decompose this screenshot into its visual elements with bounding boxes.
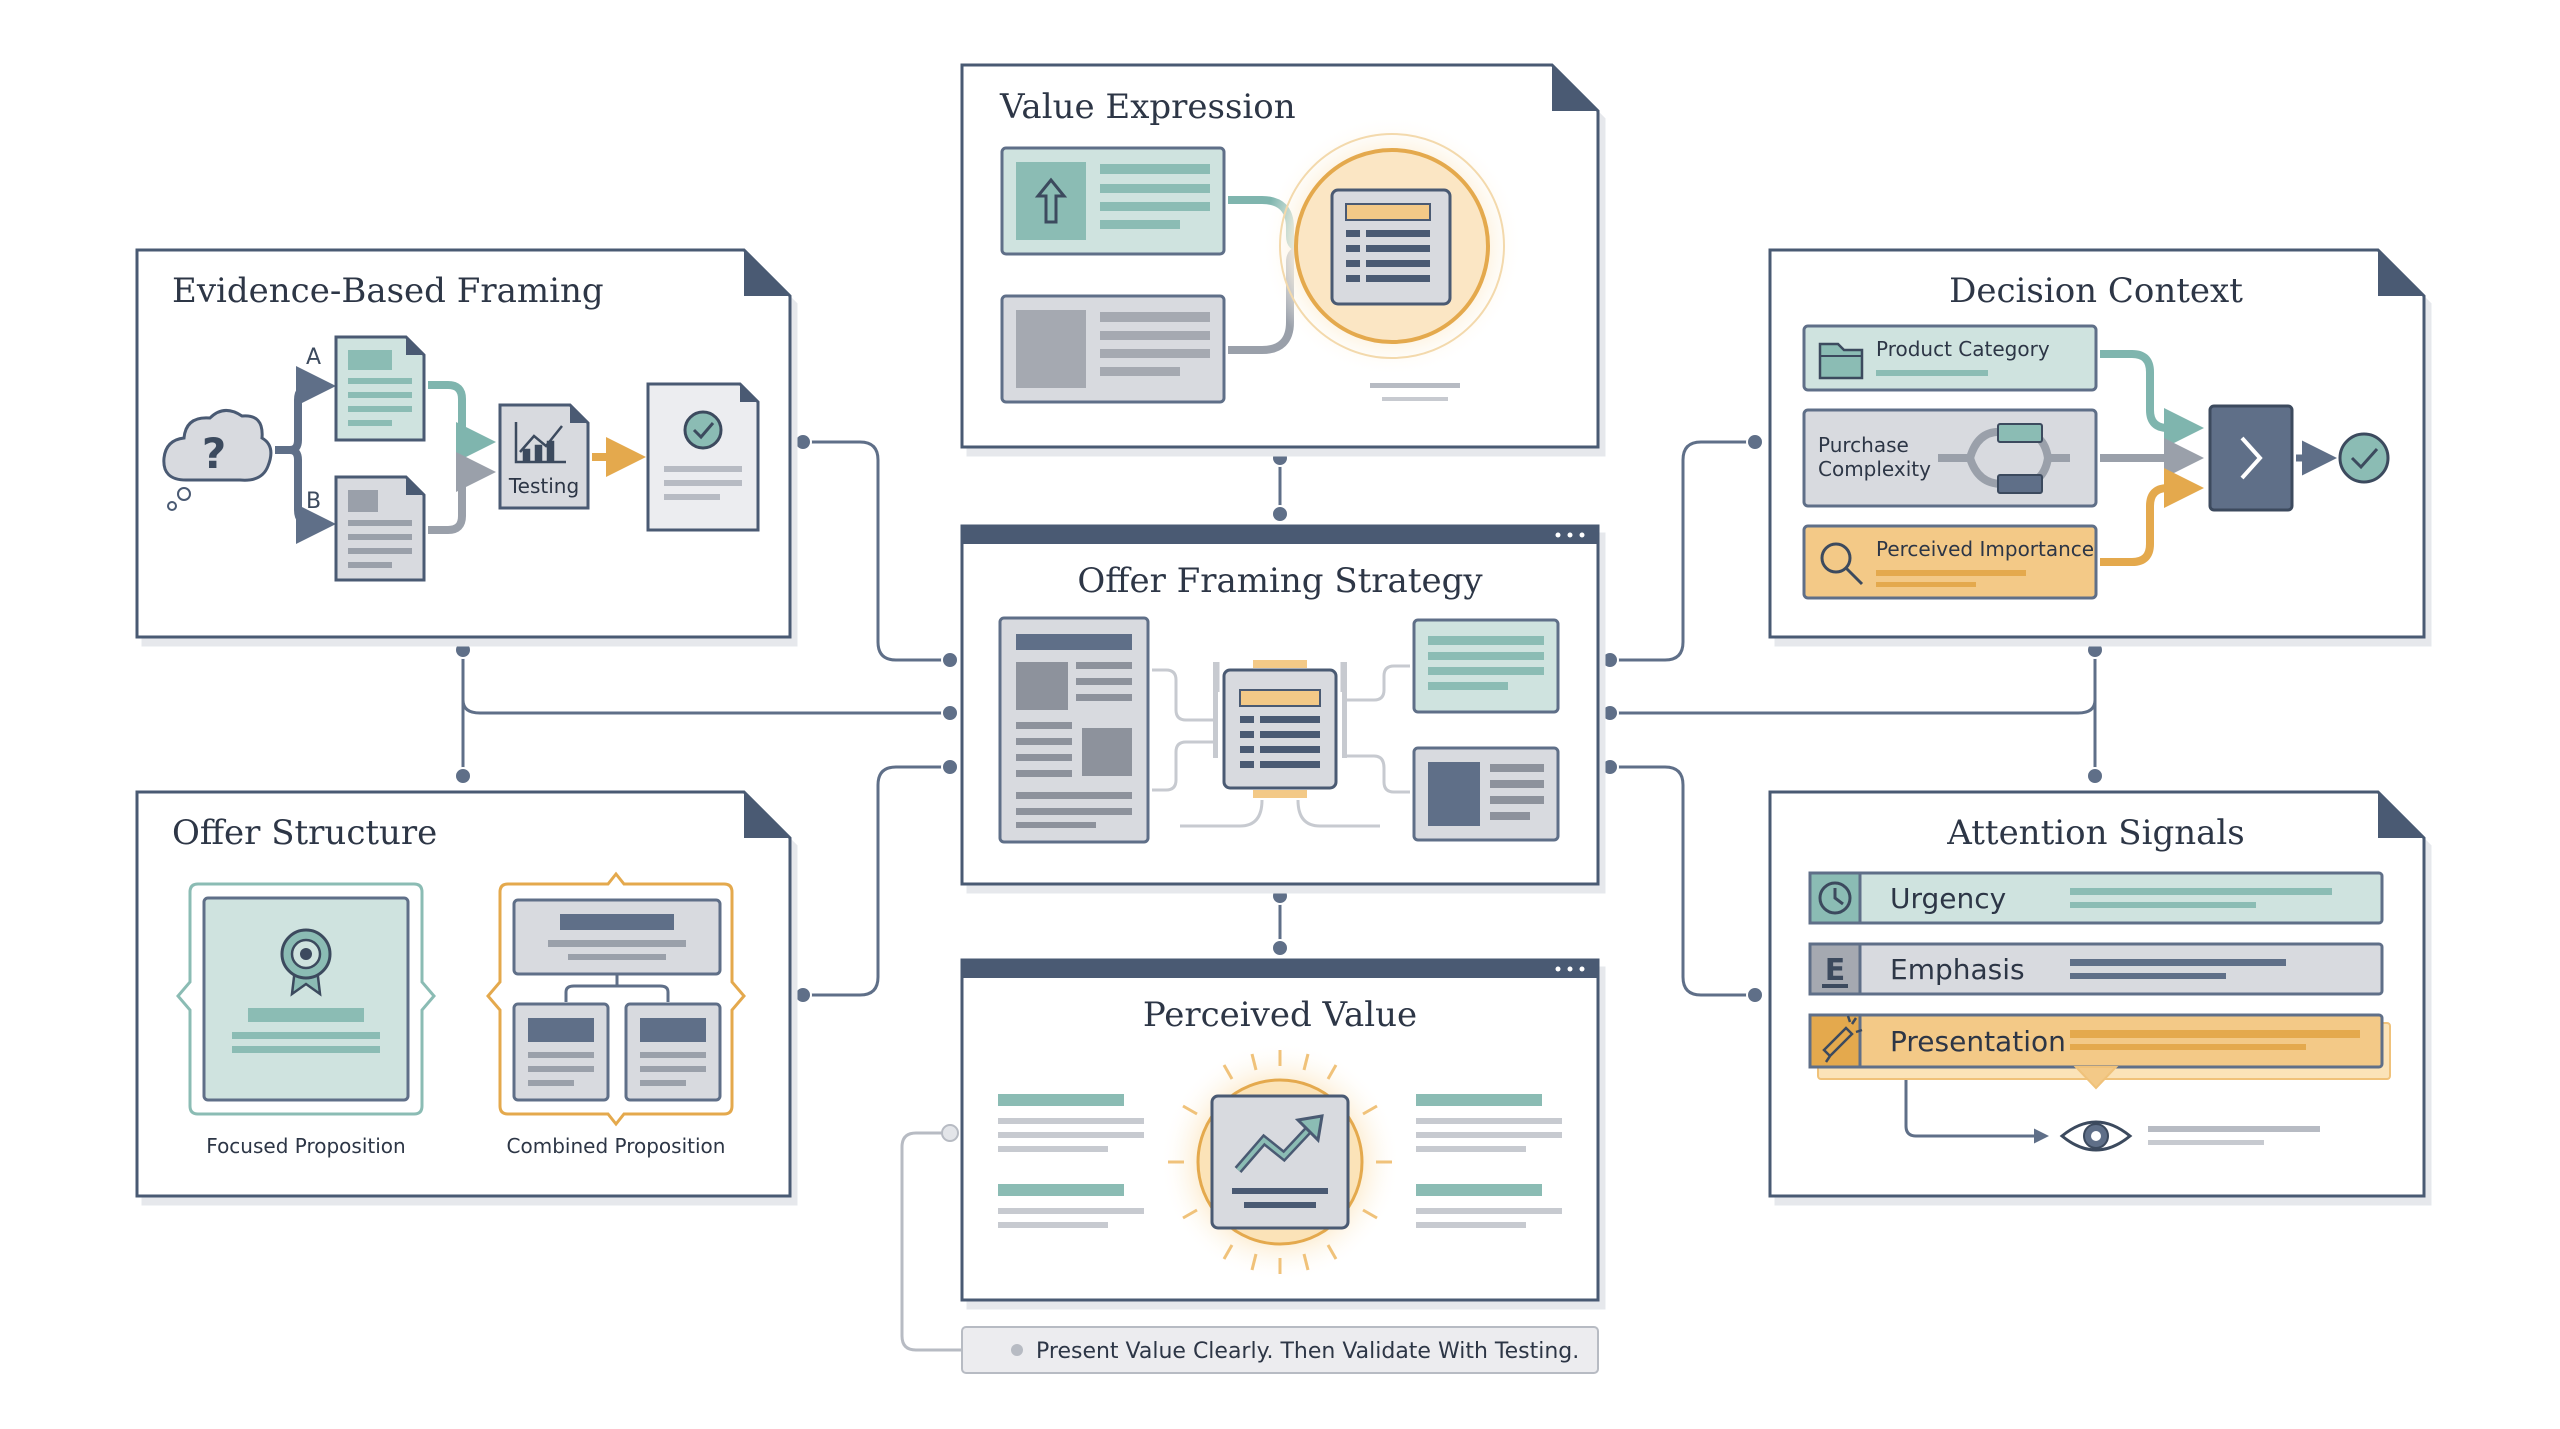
value-expression-panel: Value Expression [960, 63, 1600, 449]
footer-connector [900, 1131, 1010, 1352]
product-category-label: Product Category [1876, 337, 2050, 361]
attention-signals-title: Attention Signals [1946, 813, 2244, 853]
offer-structure-title: Offer Structure [172, 813, 437, 853]
chart-icon [514, 422, 566, 464]
evidence-framing-title: Evidence-Based Framing [172, 271, 604, 311]
trend-up-icon [1234, 1114, 1324, 1173]
testing-label: Testing [508, 474, 579, 498]
eye-icon [2059, 1120, 2133, 1152]
folder-icon [1818, 342, 1864, 380]
megaphone-icon [1822, 1015, 1863, 1063]
urgency-label: Urgency [1890, 882, 2006, 915]
chevron-right-icon [2240, 436, 2263, 480]
variant-b-label: B [306, 489, 321, 514]
perceived-importance-card [1802, 524, 2098, 600]
document-icon [1330, 188, 1452, 306]
focused-proposition-label: Focused Proposition [206, 1134, 405, 1158]
emphasis-label: Emphasis [1890, 953, 2025, 986]
footer-dot [941, 1124, 959, 1142]
offer-structure-panel: Offer Structure Focused Proposition Comb… [135, 790, 792, 1198]
perceived-value-title: Perceived Value [1143, 995, 1417, 1035]
combined-proposition-label: Combined Proposition [507, 1134, 726, 1158]
ribbon-badge-icon [280, 928, 332, 997]
check-circle-icon [2338, 432, 2390, 484]
decision-context-title: Decision Context [1949, 271, 2243, 311]
purchase-complexity-label-2: Complexity [1818, 457, 1931, 481]
question-cloud-icon: ? [162, 409, 273, 511]
attention-signals-panel: Attention Signals Urgency E Emphasis Pre… [1768, 790, 2426, 1198]
sun-rays [1168, 1050, 1392, 1274]
connector-dots [454, 433, 2104, 1004]
presentation-label: Presentation [1890, 1025, 2066, 1058]
emphasis-glyph: E [1825, 953, 1846, 988]
svg-text:?: ? [202, 429, 226, 478]
offer-framing-title: Offer Framing Strategy [1077, 561, 1483, 601]
footer-note: Present Value Clearly. Then Validate Wit… [961, 1326, 1599, 1374]
value-expression-title: Value Expression [999, 87, 1296, 127]
evidence-framing-panel: Evidence-Based Framing ? A B [135, 248, 792, 639]
clock-icon [1818, 881, 1852, 915]
footer-note-text: Present Value Clearly. Then Validate Wit… [1036, 1339, 1579, 1364]
variant-a-label: A [306, 345, 321, 370]
upload-icon [1034, 177, 1068, 224]
perceived-importance-label: Perceived Importance [1876, 537, 2094, 561]
offer-framing-panel: Offer Framing Strategy [960, 524, 1600, 886]
decision-context-panel: Decision Context Product Category Purcha… [1768, 248, 2426, 639]
purchase-complexity-label-1: Purchase [1818, 433, 1909, 457]
magnifier-icon [1820, 542, 1864, 586]
check-circle-icon [683, 410, 723, 450]
perceived-value-panel: Perceived Value [960, 958, 1600, 1302]
